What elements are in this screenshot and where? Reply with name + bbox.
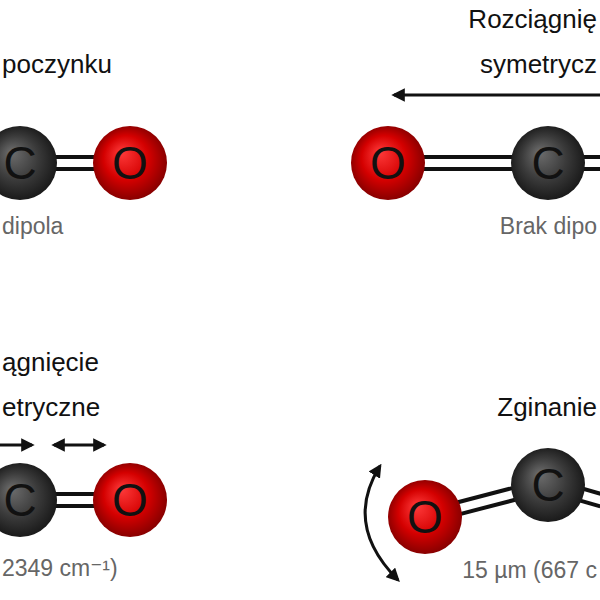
atom-symbol: C <box>531 462 564 508</box>
motion-arrow <box>54 444 104 447</box>
atom-symbol: C <box>3 477 36 523</box>
dipole-note: dipola <box>2 213 63 239</box>
double-bond <box>424 157 513 169</box>
motion-arrow <box>394 94 600 97</box>
atom-symbol: C <box>3 140 36 186</box>
mode-title: Zginanie <box>497 393 597 423</box>
wavenumber-note: 2349 cm⁻¹) <box>2 555 118 581</box>
double-bond <box>458 488 515 514</box>
double-bond <box>56 157 95 169</box>
dipole-note: Brak dipo <box>500 213 597 239</box>
oxygen-atom: O <box>93 126 167 200</box>
oxygen-atom: O <box>388 480 462 554</box>
motion-arrow <box>0 444 32 447</box>
double-bond <box>56 494 95 506</box>
mode-title: poczynku <box>2 50 112 80</box>
mode-title: symetrycz <box>480 50 597 80</box>
mode-title: ągnięcie <box>2 348 99 378</box>
atom-symbol: O <box>112 140 148 186</box>
carbon-atom: C <box>0 126 57 200</box>
carbon-atom: C <box>511 126 585 200</box>
atom-symbol: C <box>531 140 564 186</box>
atom-symbol: O <box>370 140 406 186</box>
carbon-atom: C <box>511 448 585 522</box>
wavenumber-note: 15 µm (667 c <box>462 557 597 583</box>
carbon-atom: C <box>0 463 57 537</box>
mode-title: Rozciągnię <box>468 5 597 35</box>
oxygen-atom: O <box>93 463 167 537</box>
oxygen-atom: O <box>351 126 425 200</box>
mode-title: etryczne <box>2 393 100 423</box>
atom-symbol: O <box>112 477 148 523</box>
atom-symbol: O <box>407 494 443 540</box>
